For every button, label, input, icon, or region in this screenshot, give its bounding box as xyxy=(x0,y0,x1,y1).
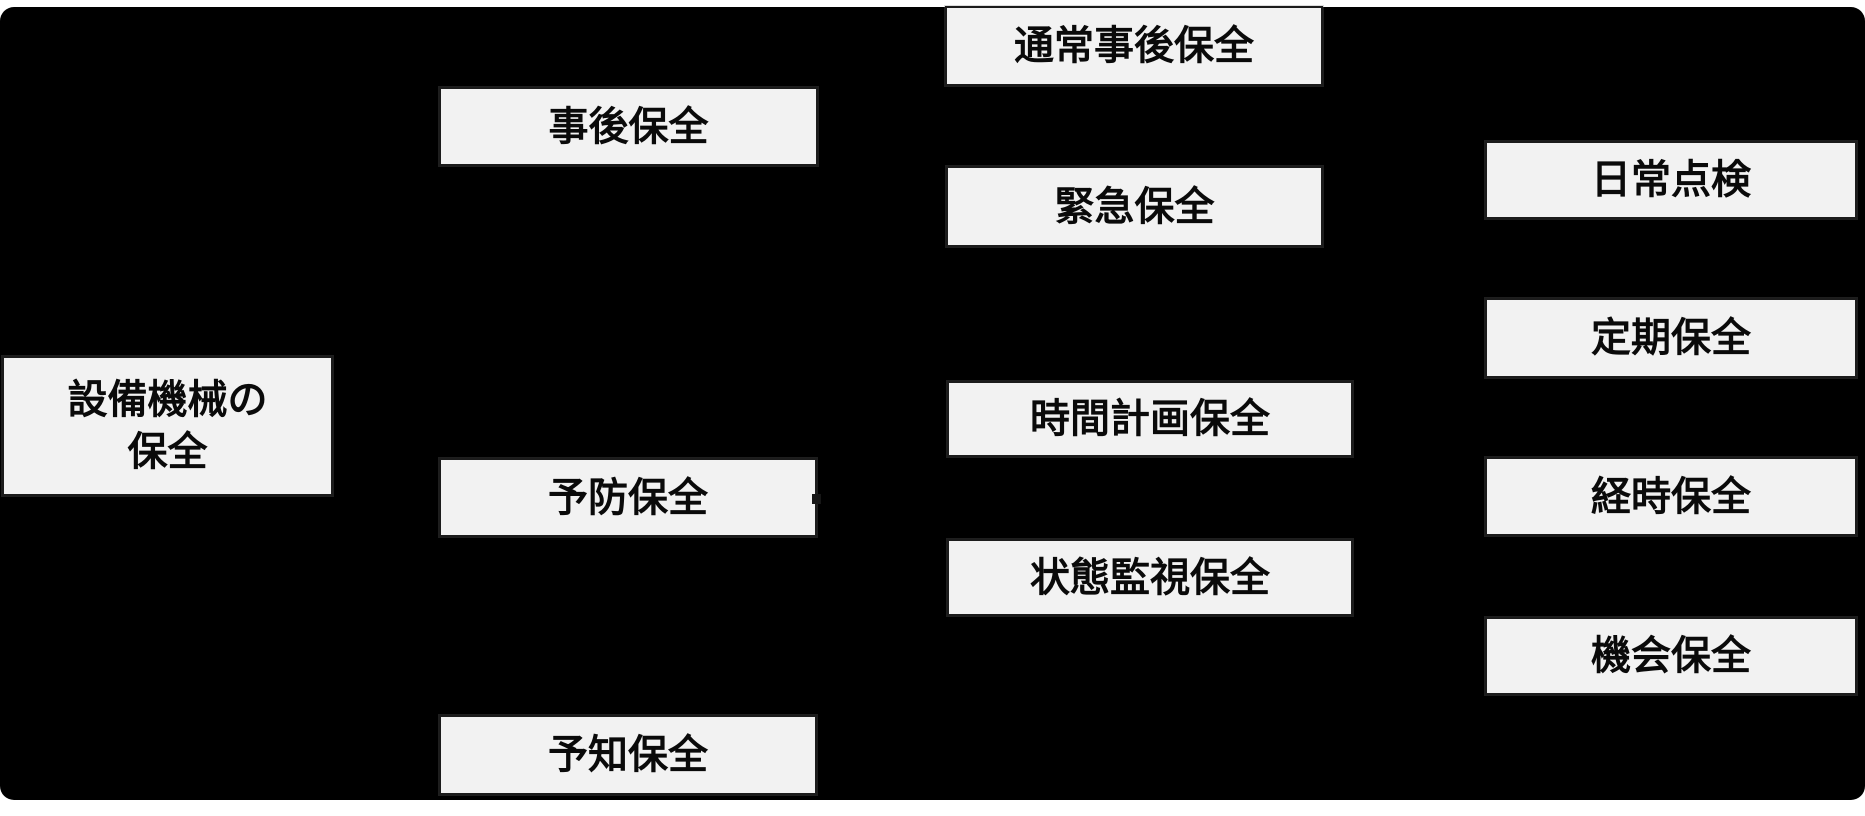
connector-stub xyxy=(812,494,821,504)
node-jotai-kanshi-hozen: 状態監視保全 xyxy=(947,539,1353,616)
node-teiki-hozen: 定期保全 xyxy=(1485,298,1857,378)
node-keiji-hozen: 経時保全 xyxy=(1485,457,1857,536)
node-nichijo-tenken: 日常点検 xyxy=(1485,141,1857,219)
node-kinkyu-hozen: 緊急保全 xyxy=(946,166,1323,247)
node-kikai-hozen: 機会保全 xyxy=(1485,617,1857,695)
node-yochi-hozen: 予知保全 xyxy=(439,715,817,795)
node-jikan-keikaku-hozen: 時間計画保全 xyxy=(947,381,1353,457)
node-tsujo-jigo-hozen: 通常事後保全 xyxy=(945,6,1323,86)
node-yobo-hozen: 予防保全 xyxy=(439,458,817,537)
node-setsubi-kikai-no-hozen: 設備機械の 保全 xyxy=(2,356,333,496)
node-jigo-hozen: 事後保全 xyxy=(439,87,818,166)
